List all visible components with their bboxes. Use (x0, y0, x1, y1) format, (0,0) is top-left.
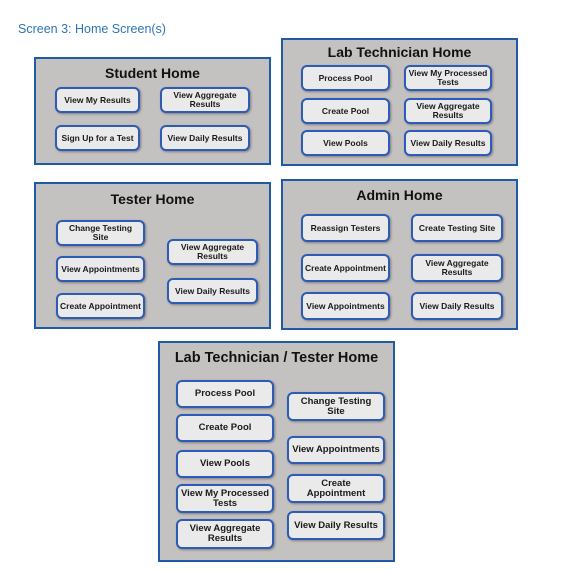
create-appointment-button[interactable]: Create Appointment (287, 474, 385, 503)
view-aggregate-results-button[interactable]: View Aggregate Results (160, 87, 250, 113)
tester-home-title: Tester Home (110, 191, 195, 207)
view-my-processed-tests-button[interactable]: View My Processed Tests (404, 65, 492, 91)
view-aggregate-results-button[interactable]: View Aggregate Results (176, 519, 274, 549)
view-daily-results-button[interactable]: View Daily Results (411, 292, 503, 320)
create-pool-button[interactable]: Create Pool (301, 98, 390, 124)
screen-caption: Screen 3: Home Screen(s) (18, 22, 166, 36)
lab-technician-home-title: Lab Technician Home (327, 44, 472, 60)
view-aggregate-results-button[interactable]: View Aggregate Results (167, 239, 258, 265)
student-home-title: Student Home (105, 65, 200, 81)
view-daily-results-button[interactable]: View Daily Results (404, 130, 492, 156)
tester-home-panel: Tester Home Change Testing Site View App… (34, 182, 271, 329)
view-daily-results-button[interactable]: View Daily Results (167, 278, 258, 304)
create-pool-button[interactable]: Create Pool (176, 414, 274, 442)
change-testing-site-button[interactable]: Change Testing Site (56, 220, 145, 246)
create-appointment-button[interactable]: Create Appointment (301, 254, 390, 282)
reassign-testers-button[interactable]: Reassign Testers (301, 214, 390, 242)
view-daily-results-button[interactable]: View Daily Results (160, 125, 250, 151)
view-pools-button[interactable]: View Pools (301, 130, 390, 156)
admin-home-title: Admin Home (356, 187, 443, 203)
admin-home-panel: Admin Home Reassign Testers Create Testi… (281, 179, 518, 330)
change-testing-site-button[interactable]: Change Testing Site (287, 392, 385, 421)
view-pools-button[interactable]: View Pools (176, 450, 274, 478)
lab-tech-tester-home-panel: Lab Technician / Tester Home Process Poo… (158, 341, 395, 562)
process-pool-button[interactable]: Process Pool (301, 65, 390, 91)
sign-up-for-test-button[interactable]: Sign Up for a Test (55, 125, 140, 151)
create-testing-site-button[interactable]: Create Testing Site (411, 214, 503, 242)
view-daily-results-button[interactable]: View Daily Results (287, 511, 385, 540)
view-aggregate-results-button[interactable]: View Aggregate Results (404, 98, 492, 124)
view-my-processed-tests-button[interactable]: View My Processed Tests (176, 484, 274, 513)
view-appointments-button[interactable]: View Appointments (301, 292, 390, 320)
create-appointment-button[interactable]: Create Appointment (56, 293, 145, 319)
lab-tech-tester-home-title: Lab Technician / Tester Home (174, 350, 379, 366)
lab-technician-home-panel: Lab Technician Home Process Pool View My… (281, 38, 518, 166)
student-home-panel: Student Home View My Results View Aggreg… (34, 57, 271, 165)
view-my-results-button[interactable]: View My Results (55, 87, 140, 113)
process-pool-button[interactable]: Process Pool (176, 380, 274, 408)
view-aggregate-results-button[interactable]: View Aggregate Results (411, 254, 503, 282)
view-appointments-button[interactable]: View Appointments (56, 256, 145, 282)
view-appointments-button[interactable]: View Appointments (287, 436, 385, 464)
